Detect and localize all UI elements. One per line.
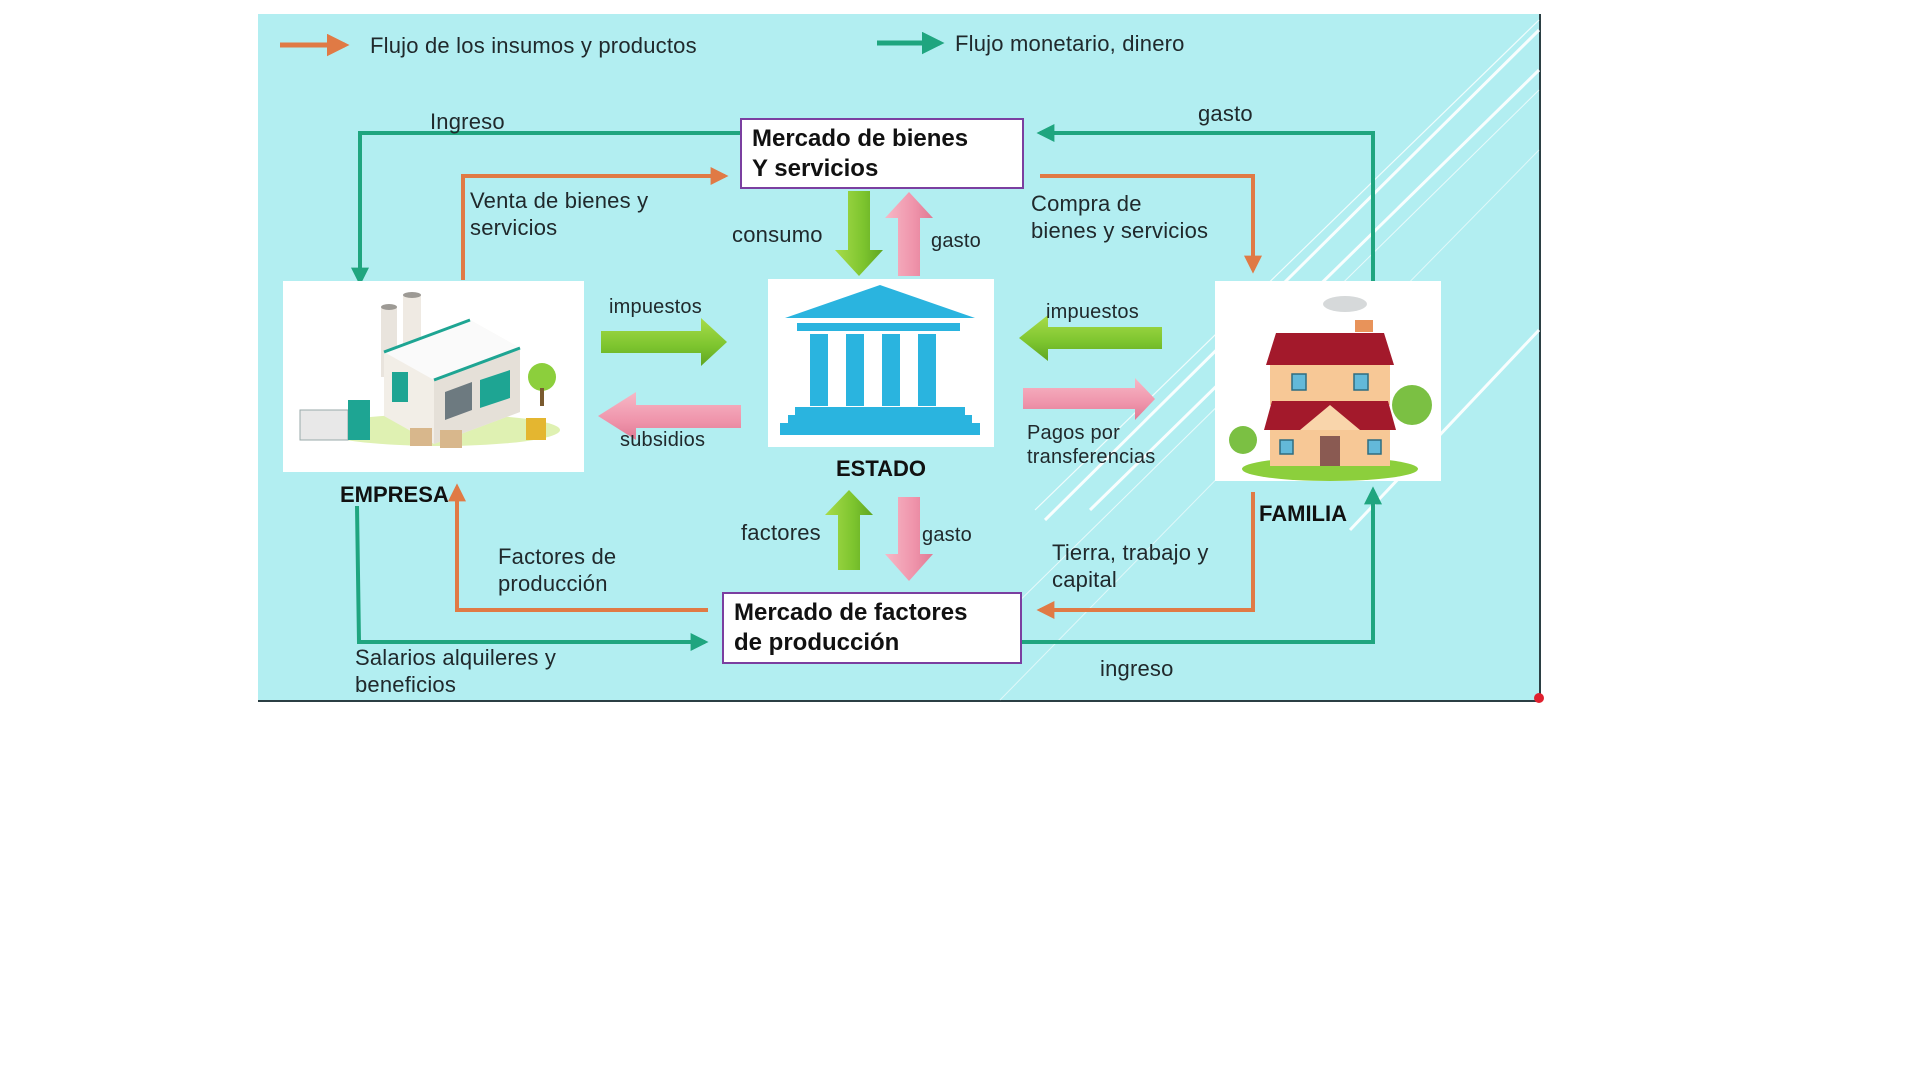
arrow-salarios (355, 505, 709, 651)
label-ingreso-top: Ingreso (430, 109, 505, 134)
empresa-label: EMPRESA (340, 482, 449, 507)
arrow-compra (1040, 174, 1262, 274)
label-gasto-down: gasto (922, 524, 972, 546)
label-impuestos-familia: impuestos (1046, 301, 1139, 323)
label-venta: Venta de bienes y servicios (470, 188, 649, 240)
label-consumo: consumo (732, 222, 823, 247)
label-factores-produccion: Factores de producción (498, 544, 617, 596)
factory-icon (299, 292, 560, 448)
block-arrow-pagos (1023, 378, 1155, 420)
label-ingreso-bottom: ingreso (1100, 656, 1174, 681)
label-pagos: Pagos por transferencias (1027, 422, 1156, 468)
block-arrow-impuestos-empresa (601, 318, 727, 366)
block-arrow-subsidios (598, 392, 741, 440)
house-icon (1229, 296, 1432, 481)
block-arrow-gasto-down (885, 497, 933, 581)
arrow-gasto-top (1036, 124, 1375, 283)
arrow-venta (461, 167, 729, 280)
market-goods-services-box: Mercado de bienes Y servicios (740, 118, 1024, 189)
label-salarios: Salarios alquileres y beneficios (355, 645, 557, 697)
label-gasto-up: gasto (931, 230, 981, 252)
corner-dot-icon (1534, 693, 1544, 703)
arrow-ingreso-bottom (1022, 486, 1382, 644)
estado-label: ESTADO (836, 456, 927, 481)
block-arrow-impuestos-familia (1019, 315, 1162, 361)
government-building-icon (780, 285, 980, 435)
arrow-factores-produccion (448, 483, 708, 612)
block-arrow-gasto-up (885, 192, 933, 276)
label-tierra: Tierra, trabajo y capital (1052, 540, 1209, 592)
label-subsidios: subsidios (620, 429, 706, 451)
market-factors-box: Mercado de factores de producción (722, 592, 1022, 664)
arrow-tierra (1036, 492, 1255, 619)
legend-label-physical-flow: Flujo de los insumos y productos (370, 33, 697, 58)
label-gasto-top: gasto (1198, 101, 1253, 126)
familia-label: FAMILIA (1259, 501, 1347, 526)
block-arrow-factores-up (825, 490, 873, 570)
label-factores-estado: factores (741, 520, 821, 545)
legend-label-money-flow: Flujo monetario, dinero (955, 31, 1185, 56)
block-arrow-consumo (835, 191, 883, 276)
arrow-ingreso-top (351, 131, 740, 286)
label-compra: Compra de bienes y servicios (1031, 191, 1209, 243)
label-impuestos-empresa: impuestos (609, 296, 702, 318)
